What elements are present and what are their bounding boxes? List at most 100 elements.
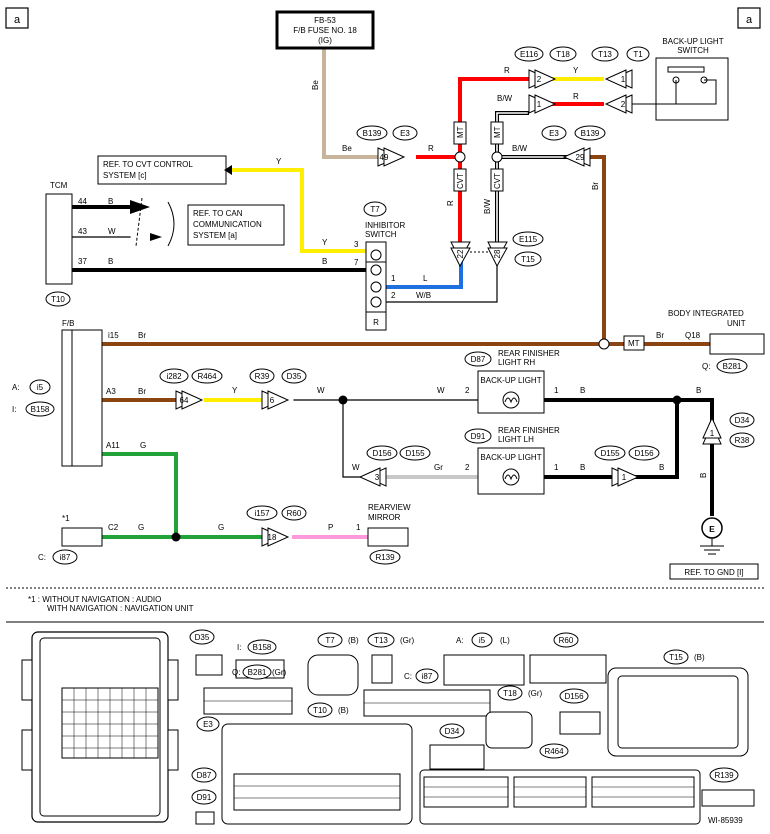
wire-br-right — [588, 155, 606, 346]
legend-t7: T7 — [325, 636, 335, 645]
fuse-line3: (IG) — [318, 36, 332, 45]
inhibitor-2: SWITCH — [365, 230, 397, 239]
rh-pin-1: 1 — [554, 386, 559, 395]
legend-gr2: (Gr) — [400, 636, 415, 645]
mirror-pin-1: 1 — [356, 523, 361, 532]
fuse-line2: F/B FUSE NO. 18 — [293, 26, 357, 35]
conn-e3-b: E3 — [549, 129, 559, 138]
body-unit-box — [709, 333, 765, 355]
legend-i87: i87 — [422, 672, 433, 681]
wire-bw-stripe — [496, 112, 528, 245]
lbl-y-3: Y — [322, 238, 328, 247]
pin-64: 64 — [180, 396, 189, 405]
legend-t10: T10 — [313, 706, 327, 715]
rear-rh-2: LIGHT RH — [498, 358, 535, 367]
wire-g-a11 — [100, 452, 178, 539]
lbl-b-1: B — [322, 257, 327, 266]
lbl-br-4: Br — [656, 331, 664, 340]
switch-title-1: BACK-UP LIGHT — [662, 37, 723, 46]
legend-l: (L) — [500, 636, 510, 645]
conn-e115: E115 — [519, 235, 538, 244]
conn-i282: i282 — [166, 372, 182, 381]
lbl-b-4: B — [580, 463, 585, 472]
conn-r464: R464 — [197, 372, 217, 381]
audio-prefix: C: — [38, 553, 46, 562]
fb-i15: i15 — [108, 331, 119, 340]
corner-label-right: a — [746, 14, 753, 26]
conn-d35: D35 — [287, 372, 302, 381]
switch-title-2: SWITCH — [677, 46, 709, 55]
pin-d34-1: 1 — [710, 429, 715, 438]
legend-t18: T18 — [503, 689, 517, 698]
lbl-y-2: Y — [276, 157, 282, 166]
tcm-pin-37: 37 — [78, 257, 87, 266]
rh-pin-2: 2 — [465, 386, 470, 395]
inhibitor-1: INHIBITOR — [365, 221, 406, 230]
conn-i157: i157 — [254, 509, 270, 518]
mt-cvt-blocks — [453, 121, 504, 192]
ref-can-box — [187, 204, 285, 246]
conn-b158: B158 — [31, 405, 50, 414]
pin-e116-2: 2 — [537, 75, 542, 84]
splice-points — [171, 151, 682, 542]
conn-d155-a: D155 — [405, 449, 425, 458]
tcm-pin-43: 43 — [78, 227, 87, 236]
legend-b281: B281 — [248, 668, 267, 677]
legend-r139: R139 — [714, 771, 734, 780]
lbl-br-3: Br — [138, 387, 146, 396]
fuse-line1: FB-53 — [314, 16, 336, 25]
pin-18: 18 — [268, 533, 277, 542]
connector-legend — [21, 631, 755, 825]
rear-rh-1: REAR FINISHER — [498, 349, 560, 358]
connector-bubbles-top — [356, 46, 650, 267]
lbl-w-3: W — [352, 463, 360, 472]
lbl-g-1: G — [140, 441, 146, 450]
connector-bubbles-middle — [52, 351, 755, 565]
legend-q-prefix: Q: — [232, 668, 240, 677]
lbl-b-2: B — [580, 386, 585, 395]
legend-r60: R60 — [559, 636, 574, 645]
lh-pin-1: 1 — [554, 463, 559, 472]
body-unit-2: UNIT — [727, 319, 746, 328]
top-connectors — [377, 69, 633, 167]
cvt-connectors — [450, 241, 508, 268]
conn-t7: T7 — [370, 205, 380, 214]
pin-t13-2: 2 — [621, 100, 626, 109]
wire-y-cvt — [230, 168, 368, 253]
fb-label: F/B — [62, 319, 74, 328]
legend-d91: D91 — [197, 793, 212, 802]
ref-gnd-box — [669, 563, 759, 580]
legend-t15: T15 — [669, 653, 683, 662]
lbl-b-6: B — [699, 473, 708, 478]
body-unit-1: BODY INTEGRATED — [668, 309, 744, 318]
conn-d156-b: D156 — [634, 449, 654, 458]
conn-e3-a: E3 — [400, 129, 410, 138]
lbl-b-5: B — [659, 463, 664, 472]
conn-t1: T1 — [633, 50, 643, 59]
corner-marker-left — [5, 7, 29, 29]
legend-b1: (B) — [348, 636, 359, 645]
wire-label-be: Be — [311, 80, 320, 90]
mt-3: MT — [628, 339, 640, 348]
lbl-b-3: B — [696, 386, 701, 395]
ref-cvt-2: SYSTEM [c] — [103, 171, 147, 180]
tcm-wire-43: W — [108, 227, 116, 236]
lbl-bw-1: B/W — [497, 94, 513, 103]
conn-i5: i5 — [37, 383, 44, 392]
lbl-l: L — [423, 274, 428, 283]
tcm-title: TCM — [50, 181, 68, 190]
pin-49: 49 — [380, 153, 389, 162]
inhibitor-pin-1: 1 — [391, 274, 396, 283]
mt-1: MT — [456, 126, 465, 138]
diagram-code: WI-85939 — [708, 816, 743, 825]
ref-cvt-box — [97, 155, 227, 185]
rear-lh-2: LIGHT LH — [498, 435, 534, 444]
lbl-y-1: Y — [573, 66, 579, 75]
conn-d156-a: D156 — [372, 449, 392, 458]
ref-can-1: REF. TO CAN — [193, 209, 243, 218]
inhibitor-pin-2: 2 — [391, 291, 396, 300]
pin-6: 6 — [270, 396, 275, 405]
legend-i5: i5 — [479, 636, 486, 645]
legend-d87: D87 — [197, 771, 212, 780]
